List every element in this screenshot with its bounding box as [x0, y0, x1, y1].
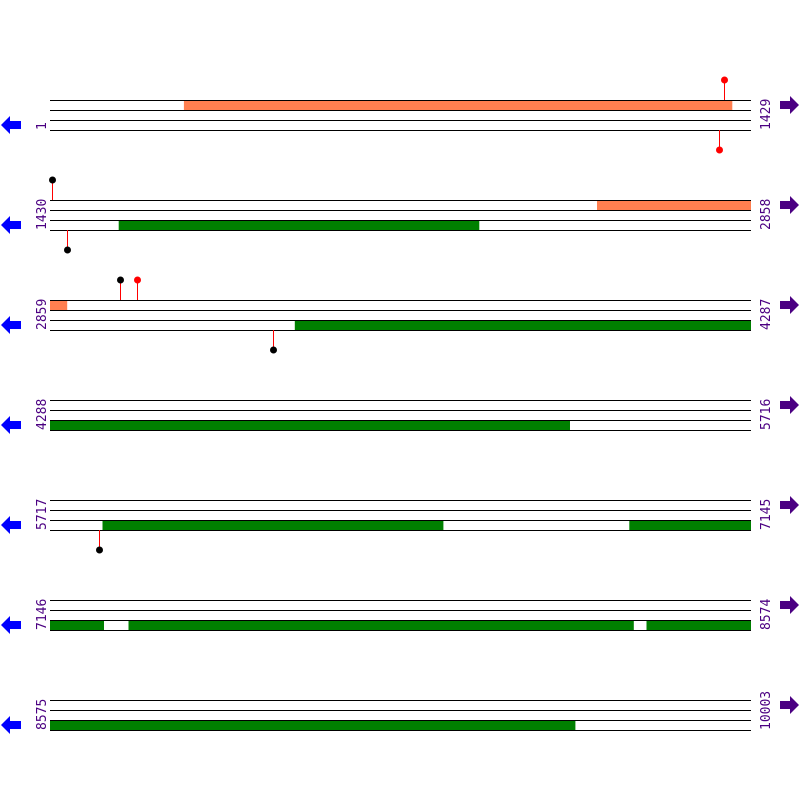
salmon-feature-bar	[597, 200, 751, 210]
left-arrow-icon	[1, 416, 21, 434]
sequence-row: 4288 5716	[1, 396, 799, 434]
red-marker-dot	[134, 276, 141, 284]
row-end-label: 8574	[759, 599, 774, 630]
sequence-row: 8575 10003	[1, 691, 799, 734]
right-arrow-icon	[780, 296, 799, 314]
salmon-feature-bar	[50, 300, 68, 310]
green-feature-bar	[118, 220, 480, 230]
black-marker-dot	[96, 546, 103, 554]
right-arrow-icon	[780, 196, 799, 214]
sequence-row: 1 1429	[1, 76, 799, 154]
row-start-label: 5717	[35, 499, 50, 530]
green-feature-bar	[128, 620, 634, 630]
sequence-row: 5717 7145	[1, 496, 799, 554]
green-feature-bar	[50, 420, 570, 430]
green-feature-bar	[102, 520, 444, 530]
green-feature-bar	[50, 620, 104, 630]
salmon-feature-bar	[183, 100, 733, 110]
green-feature-bar	[629, 520, 751, 530]
row-end-label: 1429	[759, 99, 774, 130]
left-arrow-icon	[1, 616, 21, 634]
row-start-label: 2859	[35, 299, 50, 330]
left-arrow-icon	[1, 516, 21, 534]
row-start-label: 1430	[35, 199, 50, 230]
green-feature-bar	[294, 320, 751, 330]
right-arrow-icon	[780, 596, 799, 614]
row-end-label: 4287	[759, 299, 774, 330]
black-marker-dot	[270, 346, 277, 354]
green-feature-bar	[50, 720, 576, 730]
row-end-label: 2858	[759, 199, 774, 230]
sequence-row: 2859 4287	[1, 276, 799, 354]
right-arrow-icon	[780, 496, 799, 514]
left-arrow-icon	[1, 316, 21, 334]
black-marker-dot	[49, 176, 56, 184]
right-arrow-icon	[780, 696, 799, 714]
row-start-label: 7146	[35, 599, 50, 630]
right-arrow-icon	[780, 96, 799, 114]
left-arrow-icon	[1, 216, 21, 234]
green-feature-bar	[646, 620, 751, 630]
sequence-row: 1430 2858	[1, 176, 799, 254]
black-marker-dot	[117, 276, 124, 284]
black-marker-dot	[64, 246, 71, 254]
right-arrow-icon	[780, 396, 799, 414]
row-start-label: 8575	[35, 699, 50, 730]
left-arrow-icon	[1, 116, 21, 134]
left-arrow-icon	[1, 716, 21, 734]
sequence-row: 7146 8574	[1, 596, 799, 634]
red-marker-dot	[721, 76, 728, 84]
row-end-label: 5716	[759, 399, 774, 430]
row-start-label: 4288	[35, 399, 50, 430]
row-start-label: 1	[35, 122, 50, 130]
row-end-label: 7145	[759, 499, 774, 530]
row-end-label: 10003	[759, 691, 774, 730]
red-marker-dot	[716, 146, 723, 154]
